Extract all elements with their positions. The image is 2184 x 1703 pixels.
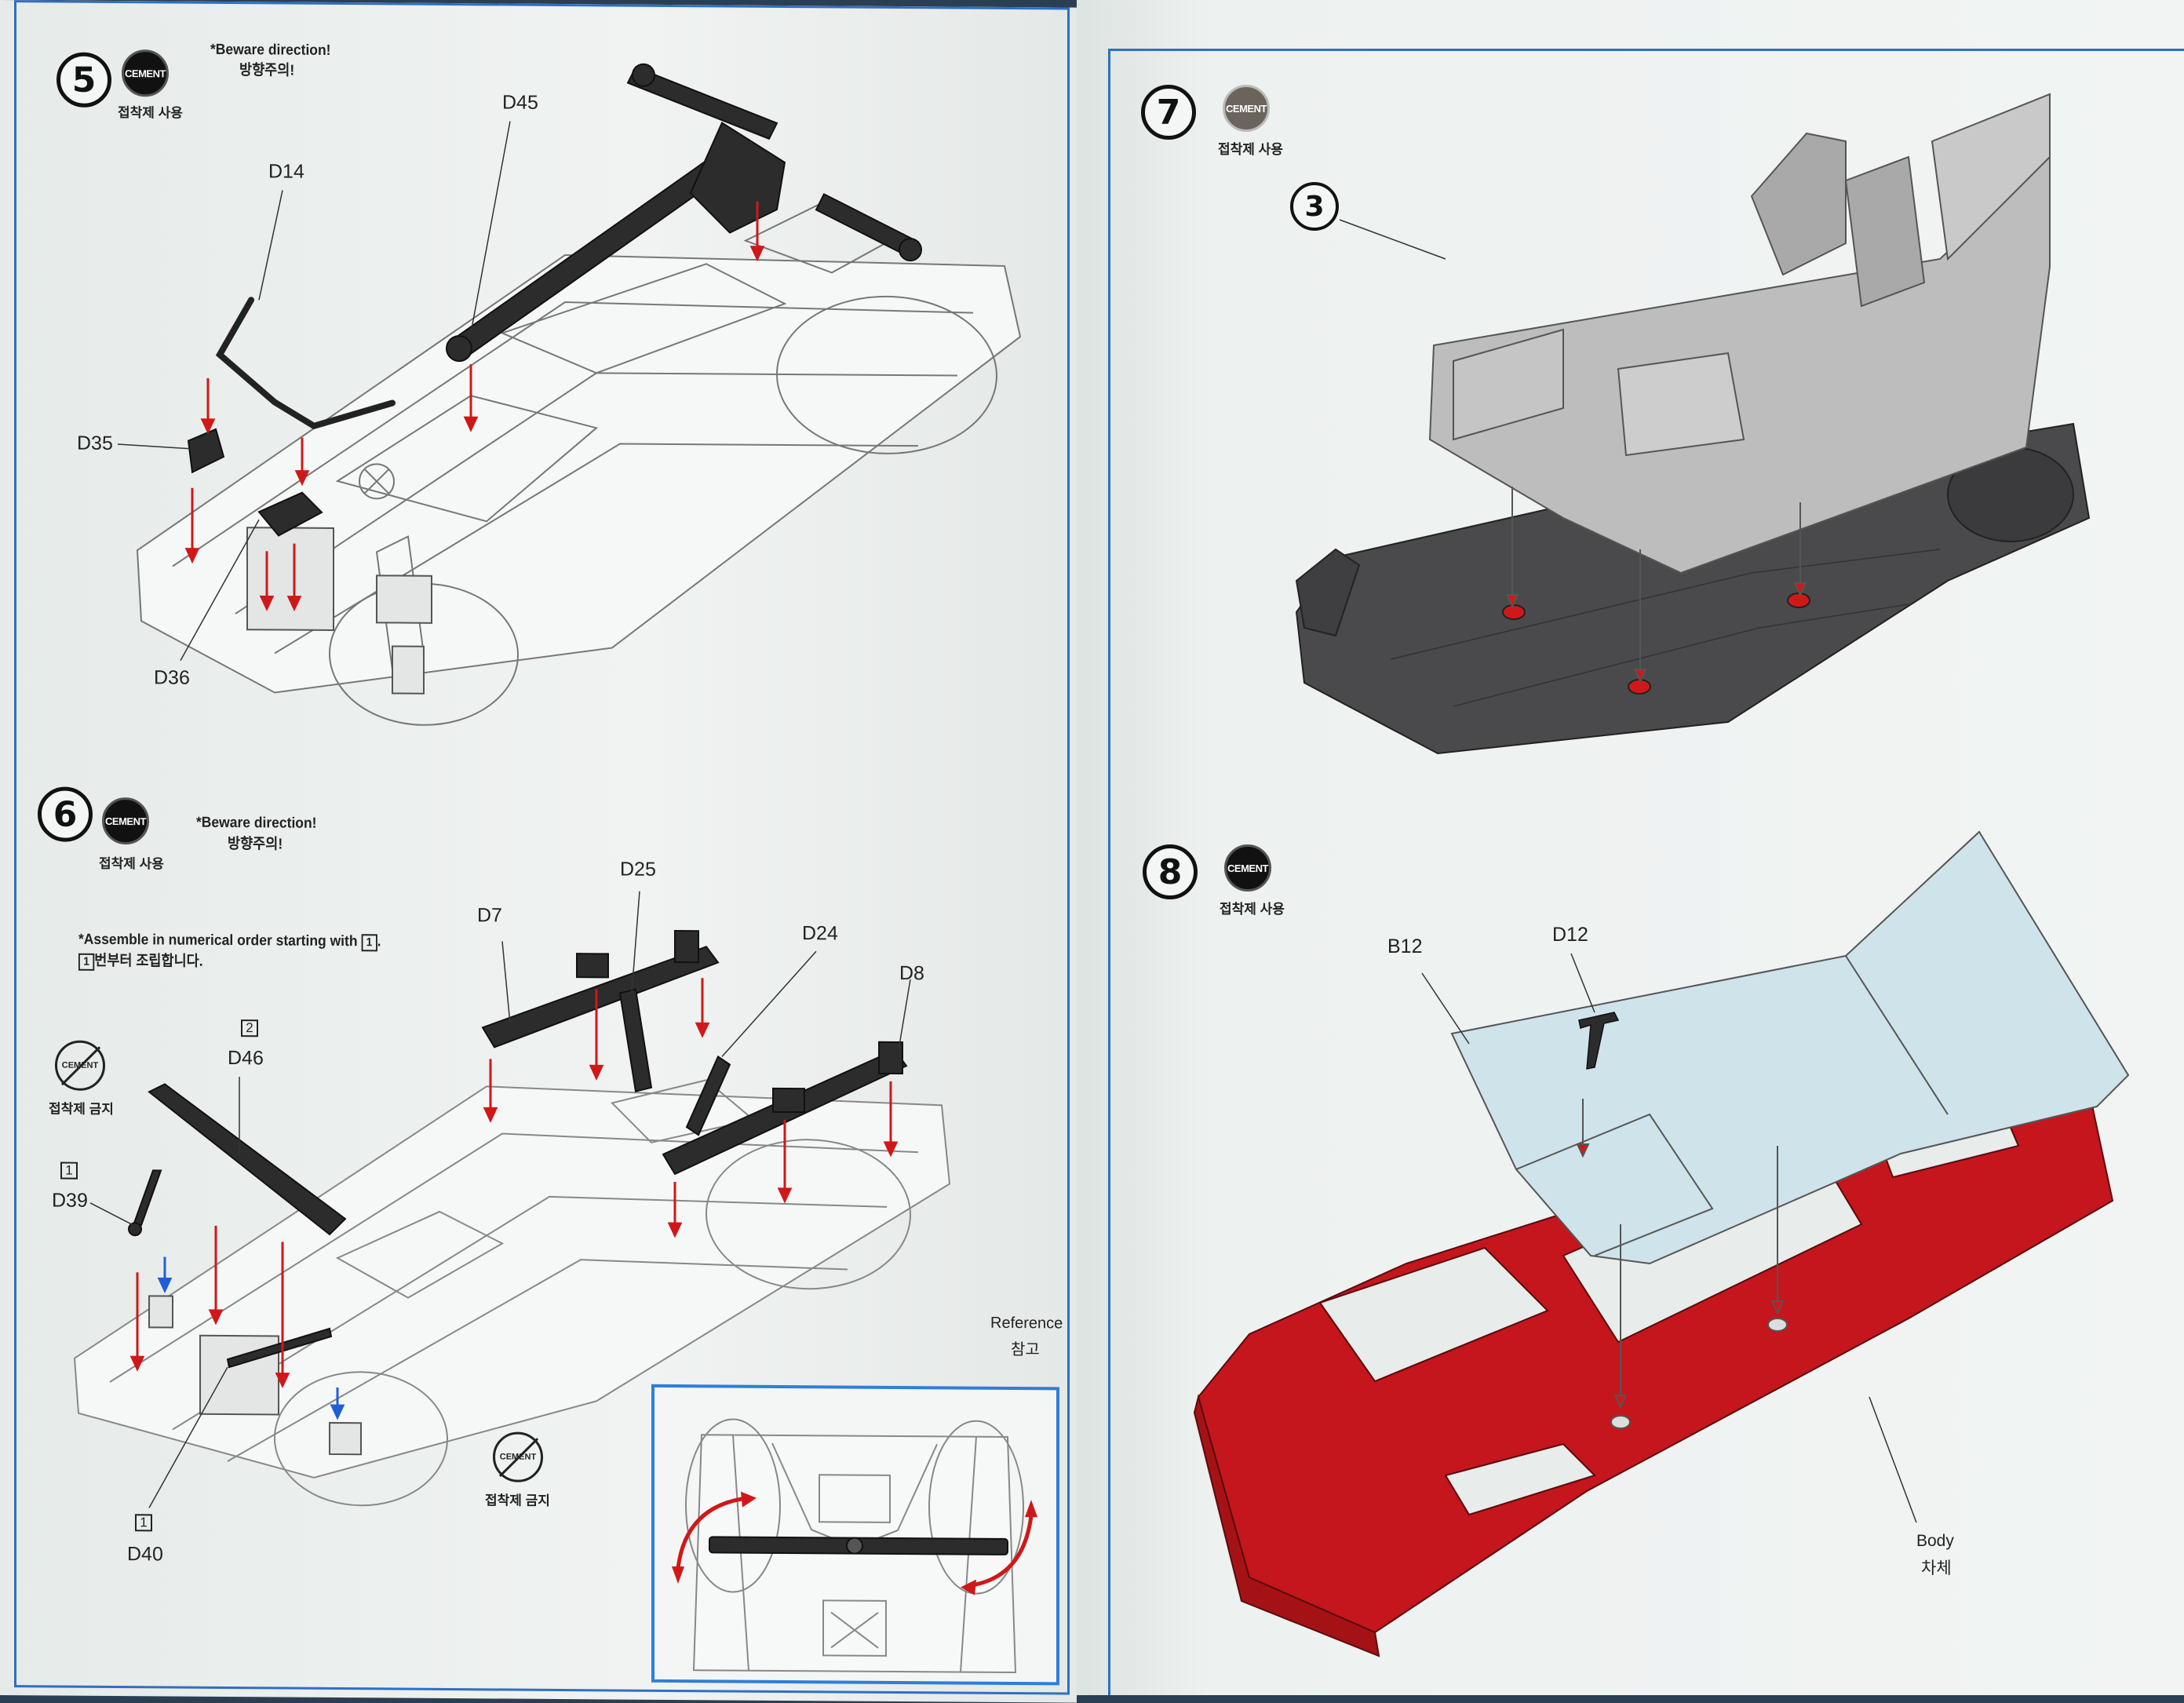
step-7-number: 7	[1141, 85, 1196, 140]
tag-d46: 2	[241, 1019, 258, 1037]
reference-inset	[651, 1384, 1059, 1686]
d14-stabilizer-bar	[215, 297, 396, 430]
reference-label-en: Reference	[990, 1314, 1063, 1333]
right-page: 7 CEMENT 접착제 사용	[1077, 0, 2184, 1695]
d46-crossmember	[148, 1083, 347, 1236]
d7-leaf-spring	[481, 946, 720, 1048]
reference-label-ko: 참고	[1011, 1340, 1040, 1359]
label-d46: D46	[228, 1047, 264, 1070]
cement-note: 접착제 사용	[1220, 902, 1285, 917]
tag-d39: 1	[60, 1161, 78, 1180]
windshield	[1318, 1246, 1549, 1383]
cement-icon: CEMENT	[1223, 85, 1270, 132]
label-body-en: Body	[1916, 1532, 1954, 1550]
reference-underside-diagram	[672, 1418, 1037, 1674]
label-body-ko: 차체	[1921, 1559, 1952, 1577]
right-page-frame	[1108, 49, 2184, 1695]
side-window	[1444, 1442, 1596, 1516]
label-d12: D12	[1552, 924, 1588, 946]
d25-shock	[618, 988, 653, 1092]
d35-bracket	[187, 428, 225, 474]
cement-note: 접착제 사용	[1218, 142, 1283, 157]
tag-d40: 1	[135, 1514, 152, 1532]
d12-part	[1578, 1012, 1620, 1070]
label-b12: B12	[1387, 935, 1423, 957]
b12-panel	[1450, 830, 2130, 1265]
step-8-number: 8	[1143, 844, 1198, 899]
subassembly-3-callout: 3	[1290, 182, 1339, 231]
label-d8: D8	[899, 962, 924, 985]
step-6-chassis-diagram	[73, 891, 951, 1508]
d40-rod	[226, 1327, 333, 1369]
d39-rod	[132, 1169, 162, 1227]
left-page: 5 CEMENT 접착제 사용 *Beware direction! 방향주의!	[0, 0, 1077, 1703]
d36-part	[257, 491, 323, 537]
cement-icon: CEMENT	[1224, 844, 1271, 892]
d24-shock	[685, 1055, 731, 1136]
label-d25: D25	[620, 858, 656, 881]
step-7-interior-assembly-diagram	[1295, 93, 2091, 755]
step-8-body-diagram	[1193, 830, 2130, 1657]
label-d24: D24	[802, 922, 838, 945]
label-d40: D40	[127, 1543, 163, 1566]
label-d39: D39	[52, 1189, 88, 1212]
step-5-chassis-diagram	[117, 63, 1022, 726]
label-d7: D7	[477, 904, 502, 927]
